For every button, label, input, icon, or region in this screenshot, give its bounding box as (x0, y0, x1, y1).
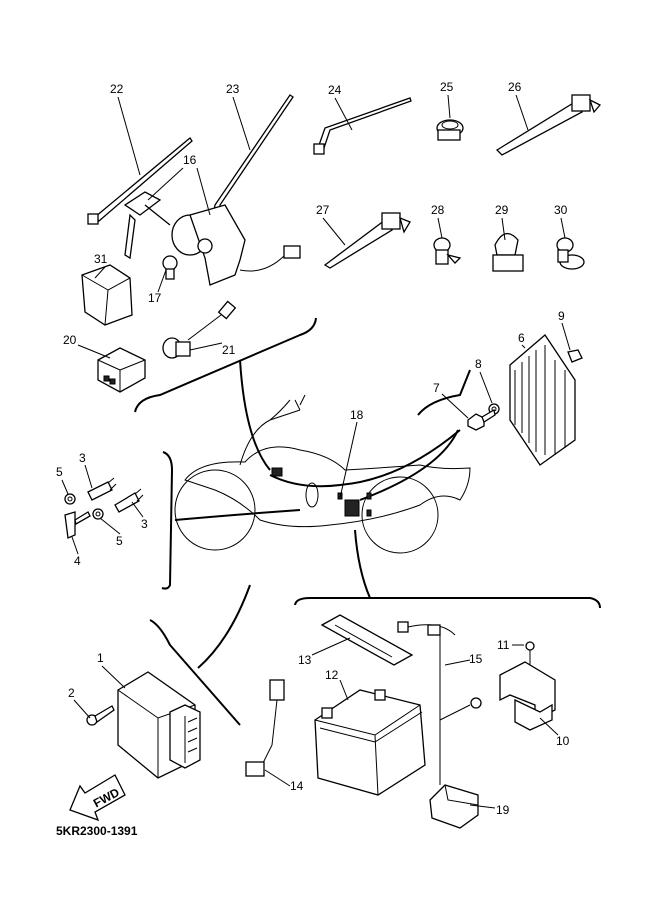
callout: 15 (469, 652, 483, 666)
connector-20 (97, 347, 146, 393)
callout: 31 (94, 252, 108, 266)
callouts: 22 23 24 25 26 16 27 28 29 30 31 17 20 2… (56, 80, 570, 817)
divider-top-right (417, 369, 471, 416)
cable-tie-22 (87, 137, 193, 225)
cable-tie-24 (313, 97, 412, 155)
callout: 5 (56, 465, 63, 479)
clamp-29 (492, 233, 524, 272)
bracket-4 (64, 511, 91, 539)
callout: 3 (79, 451, 86, 465)
callout: 8 (475, 357, 482, 371)
battery-lead-15 (397, 621, 482, 785)
motorcycle-silhouette (174, 394, 471, 554)
battery-lead-14 (245, 679, 285, 777)
battery-12 (314, 689, 426, 796)
callout: 30 (554, 203, 568, 217)
callout: 7 (433, 381, 440, 395)
callout: 3 (141, 517, 148, 531)
band-26 (495, 94, 602, 156)
divider-bottom-left (149, 619, 241, 726)
cover-19 (429, 784, 479, 829)
divider-top-left (134, 317, 317, 413)
callout: 14 (290, 779, 304, 793)
callout: 1 (97, 651, 104, 665)
callout: 29 (495, 203, 509, 217)
callout: 19 (496, 803, 510, 817)
screw-17 (162, 255, 178, 280)
callout: 12 (325, 668, 339, 682)
clamp-28 (433, 237, 462, 265)
callout: 6 (518, 331, 525, 345)
battery-band-13 (320, 614, 414, 666)
leader-lines (61, 94, 571, 809)
fuse-holder-3a (87, 477, 117, 501)
callout: 9 (558, 309, 565, 323)
callout: 22 (110, 82, 124, 96)
cdi-unit-1 (117, 671, 201, 779)
screw-2 (86, 705, 115, 726)
clamp-30 (556, 237, 585, 270)
callout: 5 (116, 534, 123, 548)
callout: 11 (497, 638, 510, 652)
bolt-7 (467, 408, 496, 431)
callout: 13 (298, 653, 312, 667)
callout: 17 (148, 291, 162, 305)
harness-line (359, 429, 459, 501)
callout: 4 (74, 554, 81, 568)
callout: 20 (63, 333, 77, 347)
harness-line (354, 529, 371, 599)
callout: 18 (350, 408, 364, 422)
callout: 16 (183, 153, 197, 167)
rectifier-regulator-6 (509, 334, 576, 466)
diagram-code: 5KR2300-1391 (56, 824, 138, 838)
nut-9 (567, 349, 583, 363)
band-27 (323, 212, 411, 269)
divider-bottom (294, 597, 601, 609)
callout: 21 (222, 343, 236, 357)
harness-line (174, 509, 301, 521)
washer-5b (92, 508, 104, 520)
callout: 24 (328, 83, 342, 97)
starter-relay-10 (499, 641, 556, 731)
callout: 23 (226, 82, 240, 96)
callout: 26 (508, 80, 522, 94)
main-switch-16 (123, 191, 301, 286)
callout: 27 (316, 203, 330, 217)
callout: 28 (431, 203, 445, 217)
washer-5a (64, 493, 76, 505)
divider-left (161, 451, 174, 590)
callout: 2 (68, 686, 75, 700)
callout: 10 (556, 734, 570, 748)
callout: 25 (440, 80, 454, 94)
fuse-holder-3b (114, 488, 144, 513)
fwd-arrow-icon: FWD (69, 774, 126, 822)
harness-line (239, 359, 271, 471)
harness-line (197, 584, 251, 669)
clamp-25 (436, 119, 464, 141)
sensor-21 (162, 300, 237, 359)
relay-31 (81, 264, 133, 326)
